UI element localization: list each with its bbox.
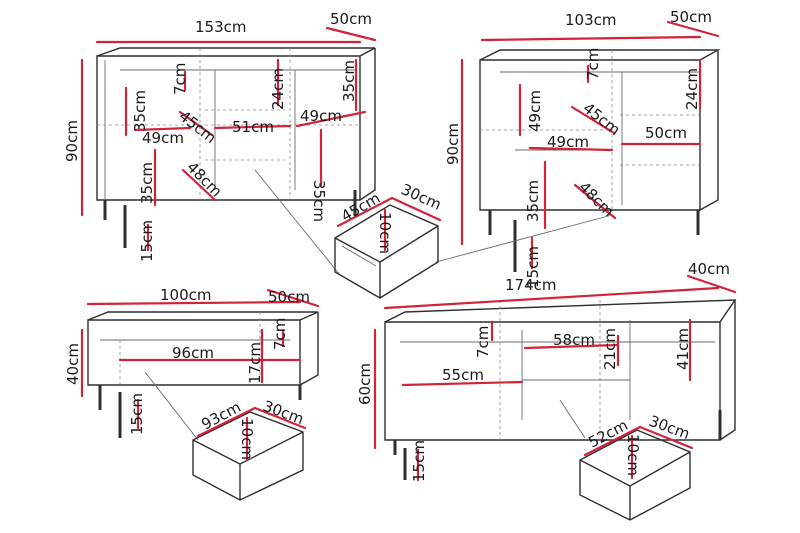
sb153-right-w: 49cm [300,107,342,125]
tv100-legs: 15cm [128,393,146,435]
tv100-width: 100cm [160,286,212,304]
sb153-left-w: 49cm [142,129,184,147]
drawer-mid-width: 93cm [198,398,243,434]
tv174-right-h: 41cm [674,328,692,370]
sb153-mid-w: 51cm [232,118,274,136]
sb103-left-w: 49cm [547,133,589,151]
sb153-low-d: 48cm [183,158,225,200]
tv174-legs: 15cm [410,440,428,482]
tv174-mid-w: 58cm [553,331,595,349]
drawer-right: 52cm 30cm 10cm [579,412,694,521]
sb103-right-h: 24cm [683,68,701,110]
drawer-top-height: 10cm [376,212,394,254]
sb153-legs: 15cm [138,220,156,262]
drawer-top: 45cm 30cm 10cm [334,180,444,299]
tv-bench-174: 174cm 40cm 60cm 15cm 7cm 58cm 21cm 41cm … [356,260,737,482]
sb153-mid-h: 24cm [269,68,287,110]
sideboard-153: 153cm 50cm 90cm 15cm 7cm 35cm 45cm 49cm … [63,10,377,276]
sb153-low-h: 35cm [138,162,156,204]
sb153-right-h2: 35cm [310,180,328,222]
tv174-height: 60cm [356,363,374,405]
drawer-top-depth: 30cm [398,180,444,214]
sb103-left-h: 49cm [526,90,544,132]
sb103-width: 103cm [565,11,617,29]
sideboard-103: 103cm 50cm 90cm 15cm 7cm 49cm 45cm 49cm … [435,8,721,288]
sb153-width: 153cm [195,18,247,36]
drawer-mid: 93cm 30cm 10cm [192,397,307,501]
sb103-height: 90cm [444,123,462,165]
drawer-mid-depth: 30cm [261,397,307,428]
sb153-top-gap: 7cm [171,63,189,95]
tv100-top-gap: 7cm [271,318,289,350]
sb103-top-gap: 7cm [584,48,602,80]
sb153-depth: 50cm [330,10,372,28]
tv100-inner-h: 17cm [246,342,264,384]
tv174-left-w: 55cm [442,366,484,384]
sb153-height: 90cm [63,120,81,162]
drawer-mid-height: 10cm [238,418,256,460]
sb153-right-h1: 35cm [340,60,358,102]
sb103-low-h: 35cm [524,180,542,222]
sb103-right-w: 50cm [645,124,687,142]
tv100-depth: 50cm [268,288,310,306]
tv174-width: 174cm [505,276,557,294]
sb103-legs: 15cm [524,246,542,288]
sb103-depth: 50cm [670,8,712,26]
tv174-top-gap: 7cm [474,326,492,358]
drawer-right-height: 10cm [624,434,642,476]
tv174-depth: 40cm [688,260,730,278]
sb153-left-shelf-h: 35cm [131,90,149,132]
tv100-height: 40cm [64,343,82,385]
tv-bench-100: 100cm 50cm 40cm 15cm 96cm 17cm 7cm [64,286,320,441]
tv174-mid-h: 21cm [601,328,619,370]
tv100-inner-w: 96cm [172,344,214,362]
